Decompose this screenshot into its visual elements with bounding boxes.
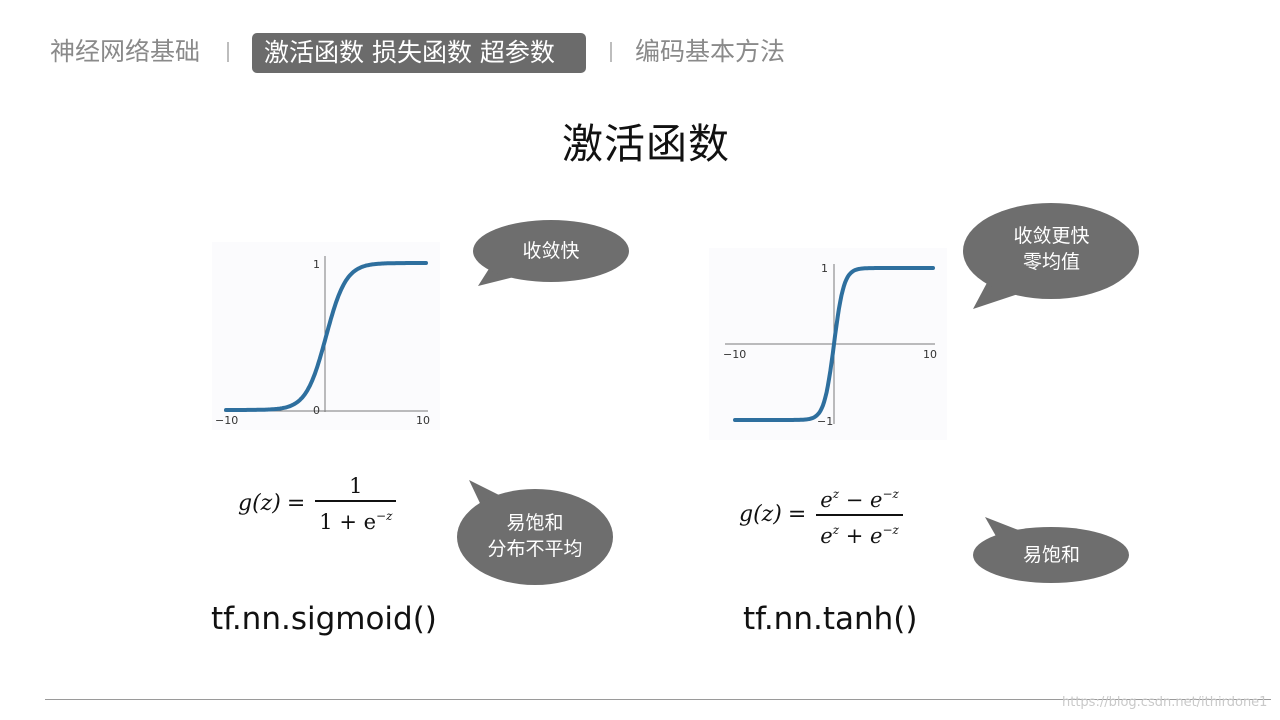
bubble-text: 易饱和 分布不平均 <box>457 510 613 562</box>
sigmoid-curve <box>224 261 428 412</box>
tanh-code-label: tf.nn.tanh() <box>743 601 918 637</box>
bubble-line: 收敛快 <box>522 240 580 262</box>
fraction-bar <box>816 514 903 516</box>
num-term: e <box>870 488 883 512</box>
formula-numerator: 1 <box>349 474 363 498</box>
watermark-url: https://blog.csdn.net/ithirdone1 <box>1062 695 1268 710</box>
formula-lhs: g(z) <box>238 491 281 517</box>
tanh-curve <box>733 266 935 422</box>
bubble-text: 收敛更快 零均值 <box>963 223 1140 275</box>
page-title: 激活函数 <box>562 120 730 168</box>
sigmoid-pro-bubble: 收敛快 <box>472 220 630 286</box>
nav-item-label-active: 激活函数 损失函数 超参数 <box>264 38 555 67</box>
bubble-line: 零均值 <box>1022 251 1080 273</box>
bubble-line: 易饱和 <box>506 512 564 534</box>
tanh-plot: 1 −1 −10 10 <box>709 248 947 440</box>
nav-item-neural-network-basics[interactable]: 神经网络基础 <box>50 37 201 66</box>
sigmoid-plot: 1 0 −10 10 <box>212 242 440 430</box>
bubble-shape <box>473 220 629 286</box>
num-term: e <box>820 488 833 512</box>
sigmoid-tick-x-max: 10 <box>416 414 430 427</box>
denominator-base: 1 + e <box>319 509 377 534</box>
formula-fraction: 1 1 + e−z <box>315 472 397 536</box>
nav-item-encoding-methods[interactable]: 编码基本方法 <box>635 37 786 66</box>
formula-fraction: ez − e−z ez + e−z <box>816 480 903 550</box>
tanh-tick-y-top: 1 <box>821 262 828 275</box>
num-exp: z <box>832 487 840 501</box>
nav-separator <box>227 42 229 62</box>
num-op: − <box>845 488 864 512</box>
sigmoid-con-bubble: 易饱和 分布不平均 <box>457 478 613 586</box>
tanh-con-bubble: 易饱和 <box>973 517 1130 584</box>
bubble-shape <box>457 480 613 585</box>
nav-separator <box>610 42 612 62</box>
tanh-tick-x-max: 10 <box>923 348 937 361</box>
sigmoid-tick-y-zero: 0 <box>313 404 320 417</box>
den-term: e <box>870 523 883 548</box>
bubble-shape <box>963 203 1139 309</box>
tanh-tick-x-min: −10 <box>723 348 746 361</box>
formula-numerator: ez − e−z <box>816 480 903 514</box>
bubble-line: 分布不平均 <box>487 538 583 560</box>
tanh-plot-svg: 1 −1 −10 10 <box>723 262 937 428</box>
formula-equals: = <box>787 502 807 528</box>
bubble-shape <box>973 517 1129 583</box>
bubble-line: 易饱和 <box>1022 544 1080 566</box>
num-exp: −z <box>882 487 899 501</box>
den-term: e <box>820 523 833 548</box>
formula-denominator: ez + e−z <box>816 516 903 550</box>
sigmoid-formula: g(z) = 1 1 + e−z <box>238 472 397 536</box>
tanh-formula: g(z) = ez − e−z ez + e−z <box>739 480 903 550</box>
fraction-bar <box>315 500 397 502</box>
den-exp: z <box>832 522 840 537</box>
bubble-line: 收敛更快 <box>1013 225 1090 247</box>
sigmoid-plot-svg: 1 0 −10 10 <box>215 256 430 427</box>
bubble-text: 易饱和 <box>973 542 1130 568</box>
sigmoid-tick-x-min: −10 <box>215 414 238 427</box>
footer-divider <box>45 699 1271 700</box>
formula-lhs: g(z) <box>739 502 782 528</box>
tanh-pro-bubble: 收敛更快 零均值 <box>963 203 1140 309</box>
den-exp: −z <box>882 522 899 537</box>
sigmoid-code-label: tf.nn.sigmoid() <box>211 601 437 637</box>
top-navigation: 神经网络基础 激活函数 损失函数 超参数 编码基本方法 <box>0 0 1280 80</box>
tanh-tick-y-bottom: −1 <box>817 415 833 428</box>
formula-equals: = <box>286 491 306 517</box>
bubble-text: 收敛快 <box>472 238 630 264</box>
sigmoid-tick-y-top: 1 <box>313 258 320 271</box>
denominator-exponent: −z <box>376 508 393 523</box>
nav-item-activation-loss-hyperparams[interactable]: 激活函数 损失函数 超参数 <box>252 33 586 73</box>
den-op: + <box>845 523 864 548</box>
formula-denominator: 1 + e−z <box>315 502 396 536</box>
